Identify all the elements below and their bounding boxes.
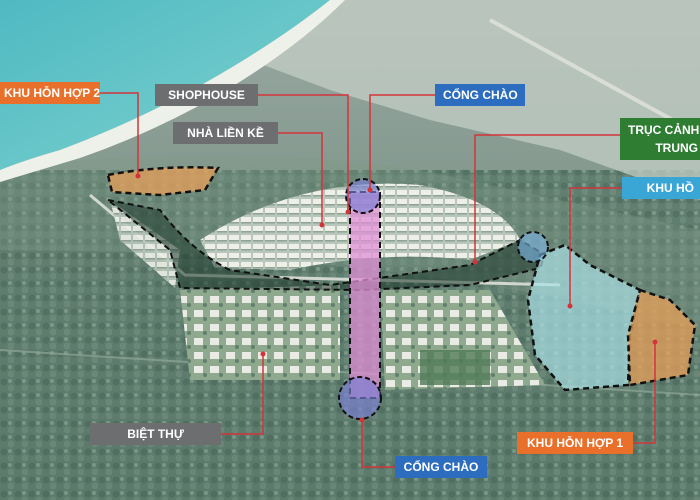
label-truc-canh-quan-line2: TRUNG — [655, 141, 698, 155]
label-cong-chao-top: CỔNG CHÀO — [435, 84, 525, 106]
label-nha-lien-ke: NHÀ LIỀN KỀ — [173, 122, 278, 144]
label-khu-hon-hop-2: KHU HỖN HỢP 2 — [0, 82, 100, 104]
label-truc-canh-quan: TRỤC CẢNH TRUNG — [620, 118, 700, 160]
label-truc-canh-quan-line1: TRỤC CẢNH — [628, 123, 700, 137]
label-shophouse: SHOPHOUSE — [155, 84, 258, 106]
label-khu-hon-hop-1: KHU HỖN HỢP 1 — [517, 432, 633, 454]
label-biet-thu: BIỆT THỰ — [90, 423, 221, 445]
label-cong-chao-bottom: CỔNG CHÀO — [395, 456, 487, 478]
label-khu-ho: KHU HỒ — [622, 177, 700, 199]
